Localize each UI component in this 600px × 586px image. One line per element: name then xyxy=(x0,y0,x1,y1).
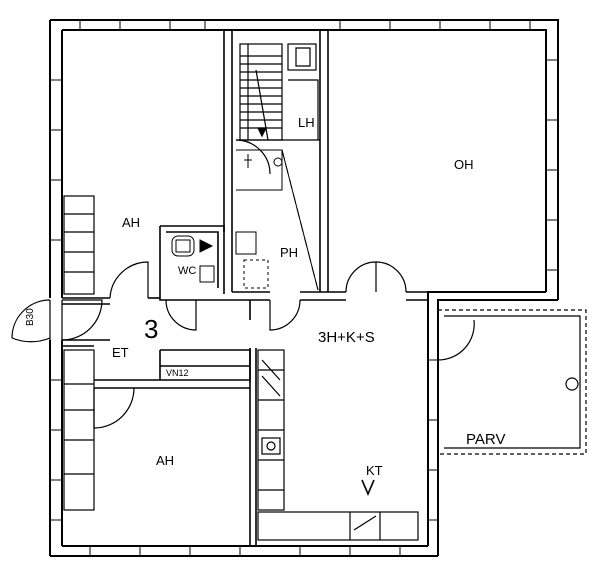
balcony xyxy=(438,309,587,455)
room-bedroom-bottom: AH xyxy=(156,453,175,468)
apartment-type: 3H+K+S xyxy=(318,329,375,346)
apartment-number: 3 xyxy=(144,314,159,344)
stair-arrow xyxy=(257,127,267,138)
storage-stair xyxy=(236,43,320,141)
doors xyxy=(11,139,475,429)
windows-left xyxy=(50,79,62,521)
interior-walls xyxy=(62,30,428,546)
wardrobes-top xyxy=(63,195,95,295)
wardrobes-bottom xyxy=(63,349,95,511)
wc-fixtures xyxy=(171,235,215,283)
windows-top xyxy=(79,20,531,30)
windows-right xyxy=(428,59,558,521)
kitchen-counter xyxy=(257,349,419,541)
room-hall: ET xyxy=(112,345,129,360)
bathroom-fixtures xyxy=(235,149,319,291)
room-bathroom: PH xyxy=(280,245,299,260)
room-living: OH xyxy=(454,157,474,172)
room-toilet: WC xyxy=(178,265,197,277)
room-balcony: PARV xyxy=(466,431,506,448)
exterior-walls xyxy=(49,19,559,557)
room-kitchen: KT xyxy=(366,463,383,478)
windows-bottom xyxy=(89,546,401,556)
room-linen-closet: LH xyxy=(298,115,315,130)
wardrobe-code: VN12 xyxy=(166,368,189,378)
room-bedroom-top: AH xyxy=(122,215,141,230)
door-code: B30 xyxy=(25,308,36,326)
